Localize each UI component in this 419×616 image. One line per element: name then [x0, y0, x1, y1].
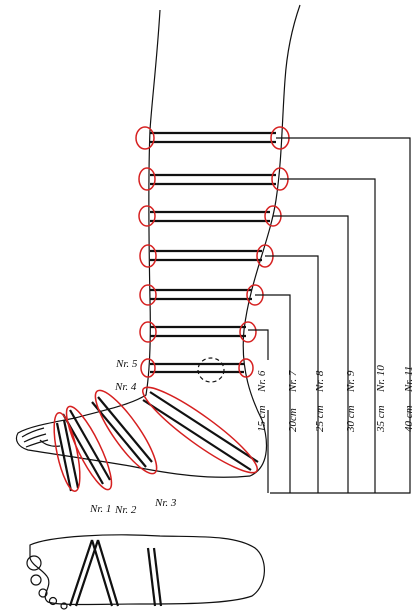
label-nr3: Nr. 3	[154, 497, 177, 509]
label-nr10: Nr. 10	[375, 365, 387, 393]
label-nr11: Nr. 11	[403, 366, 415, 393]
leg-bands	[150, 131, 276, 374]
foot-bands	[53, 386, 259, 492]
label-nr5: Nr. 5	[115, 358, 138, 370]
label-nr1: Nr. 1	[89, 503, 111, 515]
label-20cm: 20cm	[287, 408, 299, 432]
label-25cm: 25 cm	[314, 405, 326, 432]
label-30cm: 30 cm	[345, 405, 357, 433]
label-15cm: 15 cm	[256, 405, 268, 432]
foot-bottom-view	[26, 534, 265, 610]
label-nr9: Nr. 9	[345, 370, 357, 393]
label-nr8: Nr. 8	[314, 370, 326, 393]
rotated-measurement-labels: Nr. 6 15 cm Nr. 7 20cm Nr. 8 25 cm Nr. 9…	[256, 365, 415, 433]
label-nr6: Nr. 6	[256, 370, 268, 393]
foot-labels: Nr. 5 Nr. 4 Nr. 1 Nr. 2 Nr. 3	[89, 358, 177, 516]
measurement-leader-lines	[248, 137, 411, 494]
label-nr4: Nr. 4	[114, 381, 137, 393]
label-nr7: Nr. 7	[287, 370, 299, 393]
label-nr2: Nr. 2	[114, 504, 137, 516]
ankle-marker-circle	[197, 357, 225, 383]
label-35cm: 35 cm	[375, 405, 387, 433]
label-40cm: 40 cm	[403, 405, 415, 432]
